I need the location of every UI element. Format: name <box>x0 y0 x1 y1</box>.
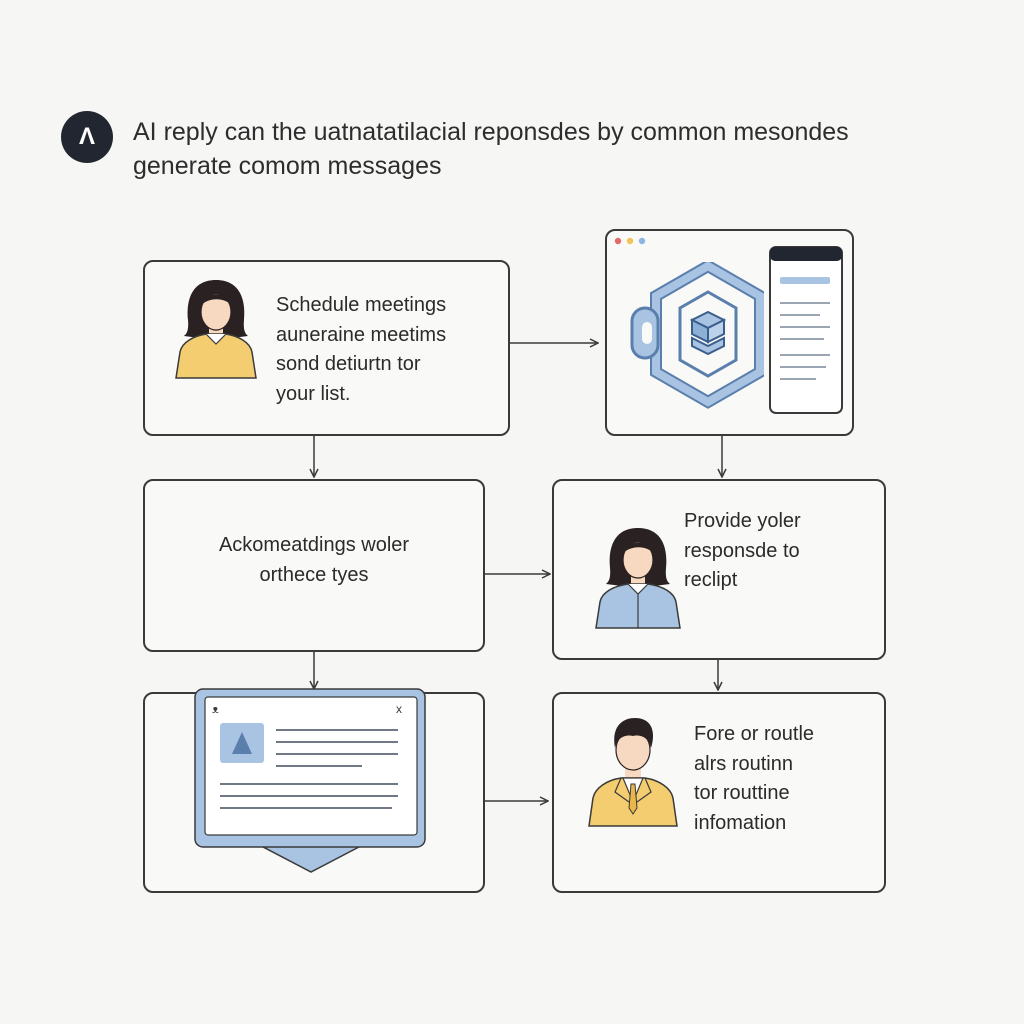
woman-avatar-icon <box>595 528 681 629</box>
phone-icon <box>769 246 843 414</box>
page-title: AI reply can the uatnatatilacial reponsd… <box>133 118 849 180</box>
hexagon-workflow-icon <box>630 262 764 409</box>
svg-text:x: x <box>396 702 402 716</box>
message-window-icon: ᴥ x <box>194 688 426 873</box>
man-avatar-icon <box>588 718 678 827</box>
step-card-acknowledge <box>143 479 485 652</box>
step-text-acknowledge: Ackomeatdings woler orthece tyes <box>218 534 410 586</box>
woman-avatar-icon <box>175 280 257 379</box>
step-text-provide: Provide yoler responsde to reclipt <box>684 510 801 591</box>
step-text-route: Fore or routle alrs routinn tor routtine… <box>694 723 815 834</box>
step-text-schedule: Schedule meetings auneraine meetims sond… <box>276 294 447 405</box>
window-controls-icon <box>614 237 646 245</box>
logo-icon: Λ <box>61 111 113 163</box>
step-card-provide <box>552 479 886 660</box>
svg-text:ᴥ: ᴥ <box>212 704 219 716</box>
